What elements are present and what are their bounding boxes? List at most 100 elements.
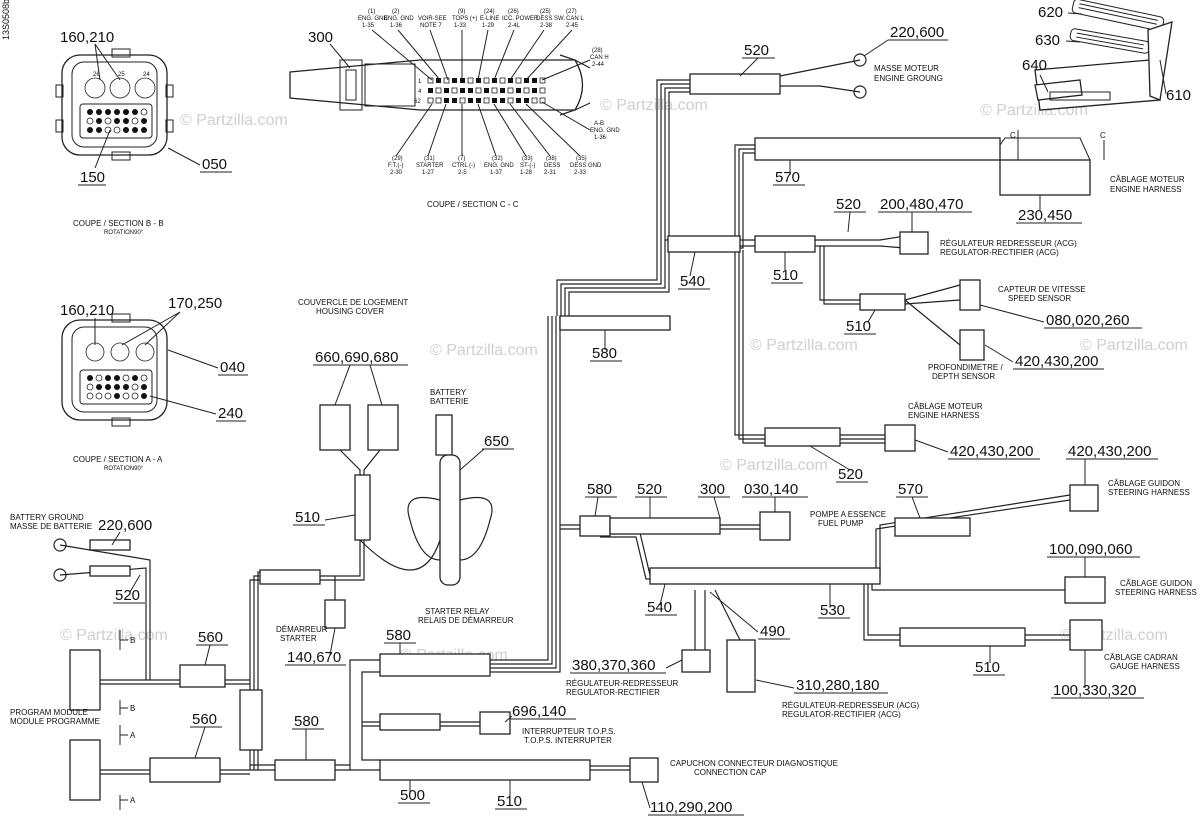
callout-220-600: 220,600: [890, 24, 944, 41]
pin-label: F.T.(-): [388, 163, 403, 169]
callout-520: 520: [838, 466, 863, 483]
callout-640: 640: [1022, 57, 1047, 74]
pin-label: E-LINE: [480, 16, 499, 22]
callout-510: 510: [975, 659, 1000, 676]
section-cc-label: COUPE / SECTION C - C: [427, 200, 519, 209]
label-gauge-harness: GAUGE HARNESS: [1110, 662, 1180, 671]
pin-label: 1-29: [482, 23, 495, 29]
pin-label: 1-28: [520, 170, 533, 176]
pin-label: (38): [546, 156, 557, 162]
watermark: © Partzilla.com: [1080, 337, 1188, 354]
callout-650: 650: [484, 433, 509, 450]
pin-label: 1-36: [390, 23, 403, 29]
pin-label: DESS: [544, 163, 560, 169]
callout-540: 540: [647, 599, 672, 616]
pin-label: (9): [458, 9, 465, 15]
label-engine-harness: ENGINE HARNESS: [1110, 185, 1182, 194]
pin-label: ST-(-): [520, 163, 535, 169]
pin-label: 1-33: [454, 23, 467, 29]
label-batterie: BATTERIE: [430, 397, 469, 406]
watermark: © Partzilla.com: [180, 112, 288, 129]
watermark: © Partzilla.com: [720, 457, 828, 474]
callout-140-670: 140,670: [287, 649, 341, 666]
label-tops-interrupteur: INTERRUPTEUR T.O.P.S.: [522, 727, 616, 736]
label-regulateur-b: RÉGULATEUR-REDRESSEUR: [566, 679, 679, 688]
section-letter: A: [130, 796, 136, 805]
pin-label: CTRL (-): [452, 163, 475, 169]
callout-310-280-180: 310,280,180: [796, 677, 879, 694]
pin-label: (7): [458, 156, 465, 162]
label-diag-cap: CAPUCHON CONNECTEUR DIAGNOSTIQUE: [670, 759, 838, 768]
callout-100-090-060: 100,090,060: [1049, 541, 1132, 558]
pin-number: 25: [118, 72, 125, 78]
callout-030-140: 030,140: [744, 481, 798, 498]
label-relais-demarreur: RELAIS DE DÉMARREUR: [418, 616, 514, 625]
callout-570: 570: [775, 169, 800, 186]
pin-number: 24: [143, 72, 150, 78]
label-speed-sensor: SPEED SENSOR: [1008, 294, 1071, 303]
pin-label: DESS GND: [570, 163, 602, 169]
callout-520: 520: [744, 42, 769, 59]
callout-510: 510: [846, 318, 871, 335]
section-letter: B: [130, 704, 135, 713]
section-cc-bottom-pin-labels: (29) F.T.(-) 2-30 (31) STARTER 1-27 (7) …: [388, 103, 602, 176]
callout-580: 580: [587, 481, 612, 498]
callout-490: 490: [760, 623, 785, 640]
callout-580: 580: [592, 345, 617, 362]
callout-660-690-680: 660,690,680: [315, 349, 398, 366]
callout-200-480-470: 200,480,470: [880, 196, 963, 213]
callout-500: 500: [400, 787, 425, 804]
callout-240: 240: [218, 405, 243, 422]
watermark: © Partzilla.com: [750, 337, 858, 354]
pin-label: (1): [368, 9, 375, 15]
callouts-main: 520 220,600 MASSE MOTEUR ENGINE GROUNG 5…: [10, 24, 1197, 816]
callout-220-600: 220,600: [98, 517, 152, 534]
callout-050: 050: [202, 156, 227, 173]
callout-560: 560: [192, 711, 217, 728]
pin-label: 2-33: [574, 170, 587, 176]
pin-label: A-B: [594, 121, 604, 127]
section-letter: A: [130, 731, 136, 740]
label-cablage-guidon: CÂBLAGE GUIDON: [1120, 579, 1192, 588]
pin-label: TOPS (+): [452, 16, 477, 22]
callout-560: 560: [198, 629, 223, 646]
pin-label: 1-35: [362, 23, 375, 29]
label-regulator-rectifier-b: REGULATOR-RECTIFIER: [566, 688, 660, 697]
label-couvercle: COUVERCLE DE LOGEMENT: [298, 298, 408, 307]
section-aa-rotation: ROTATION90°: [104, 466, 144, 472]
pin-label: (25): [540, 9, 551, 15]
watermark: © Partzilla.com: [430, 342, 538, 359]
watermark: © Partzilla.com: [600, 97, 708, 114]
label-pompe: POMPE A ESSENCE: [810, 510, 886, 519]
row-number: 1: [418, 79, 422, 85]
pin-number: 26: [93, 72, 100, 78]
callout-620: 620: [1038, 4, 1063, 21]
pin-label: ENG. GND: [358, 16, 388, 22]
section-cc-top-pin-labels: (1) ENG. GND 1-35 (2) ENG. GND 1-36 VOIR…: [358, 9, 620, 141]
pin-label: STARTER: [416, 163, 444, 169]
section-aa-label: COUPE / SECTION A - A: [73, 455, 163, 464]
callout-520: 520: [836, 196, 861, 213]
label-program-module: PROGRAM MODULE: [10, 708, 88, 717]
label-battery-ground: BATTERY GROUND: [10, 513, 84, 522]
section-letter: C: [1100, 131, 1106, 140]
pin-label: 1-27: [422, 170, 435, 176]
label-battery: BATTERY: [430, 388, 467, 397]
callout-530: 530: [820, 602, 845, 619]
label-steering-harness: STEERING HARNESS: [1115, 588, 1197, 597]
label-module-programme: MODULE PROGRAMME: [10, 717, 100, 726]
section-markers: B B A A C C: [119, 130, 1106, 810]
callout-610: 610: [1166, 87, 1191, 104]
callout-150: 150: [80, 169, 105, 186]
callout-040: 040: [220, 359, 245, 376]
label-connection-cap: CONNECTION CAP: [694, 768, 766, 777]
label-housing-cover: HOUSING COVER: [316, 307, 384, 316]
callout-520: 520: [637, 481, 662, 498]
watermark: © Partzilla.com: [60, 627, 168, 644]
row-number: 4: [418, 89, 422, 95]
label-cablage-moteur-lower: CÂBLAGE MOTEUR: [908, 402, 983, 411]
callout-420-430-200: 420,430,200: [950, 443, 1033, 460]
figure-id: 13S0508b: [1, 0, 11, 40]
label-tops-interrupter: T.O.P.S. INTERRUPTER: [524, 736, 612, 745]
label-depth-sensor: DEPTH SENSOR: [932, 372, 995, 381]
